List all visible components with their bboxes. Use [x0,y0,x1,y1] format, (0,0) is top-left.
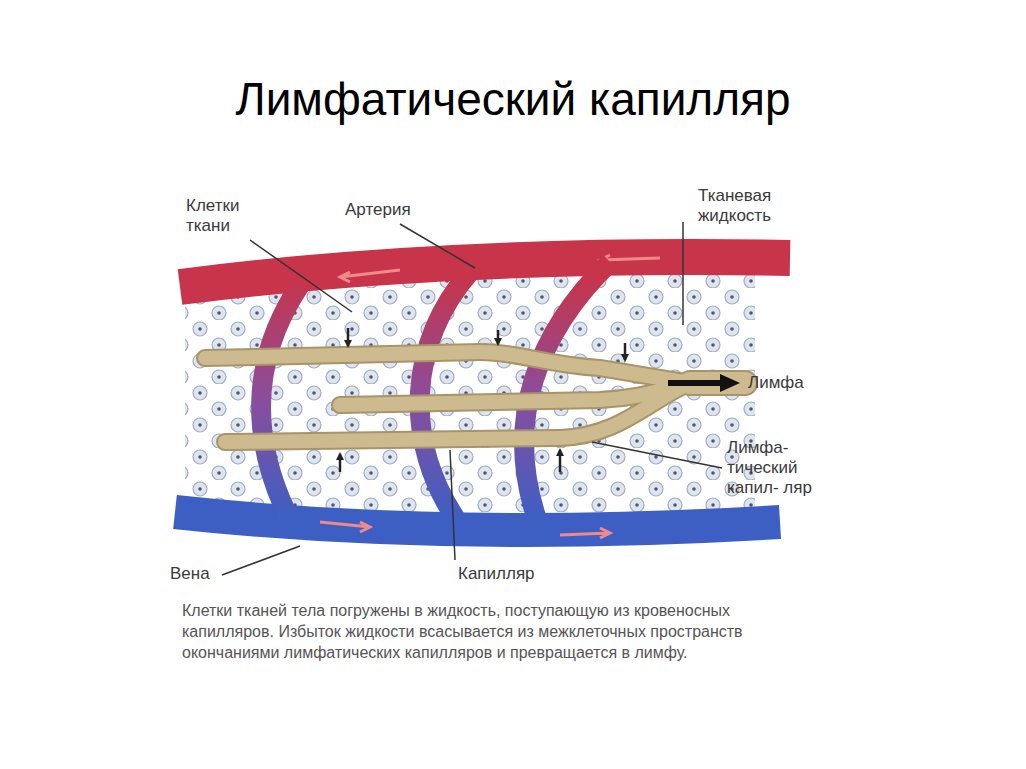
leader-lines [222,222,722,575]
artery [180,257,790,287]
part-label: Тканевая жидкость [698,186,818,226]
part-label: Клетки ткани [186,196,276,236]
part-label: Вена [170,564,250,584]
part-label: Капилляр [458,564,578,584]
fluid-arrows [340,328,625,472]
lymph-flow-arrow [668,380,722,386]
caption: Клетки тканей тела погружены в жидкость,… [182,600,807,663]
lymph-capillaries [205,352,745,442]
part-label: Артерия [345,200,465,220]
title: Лимфатический капилляр [0,72,1026,126]
part-label: Лимфа- тический капил- ляр [727,438,827,498]
tissue-cells [185,270,755,520]
part-label: Лимфа [748,373,838,393]
vein [175,512,780,530]
lymph-flow-arrowhead [720,374,740,392]
